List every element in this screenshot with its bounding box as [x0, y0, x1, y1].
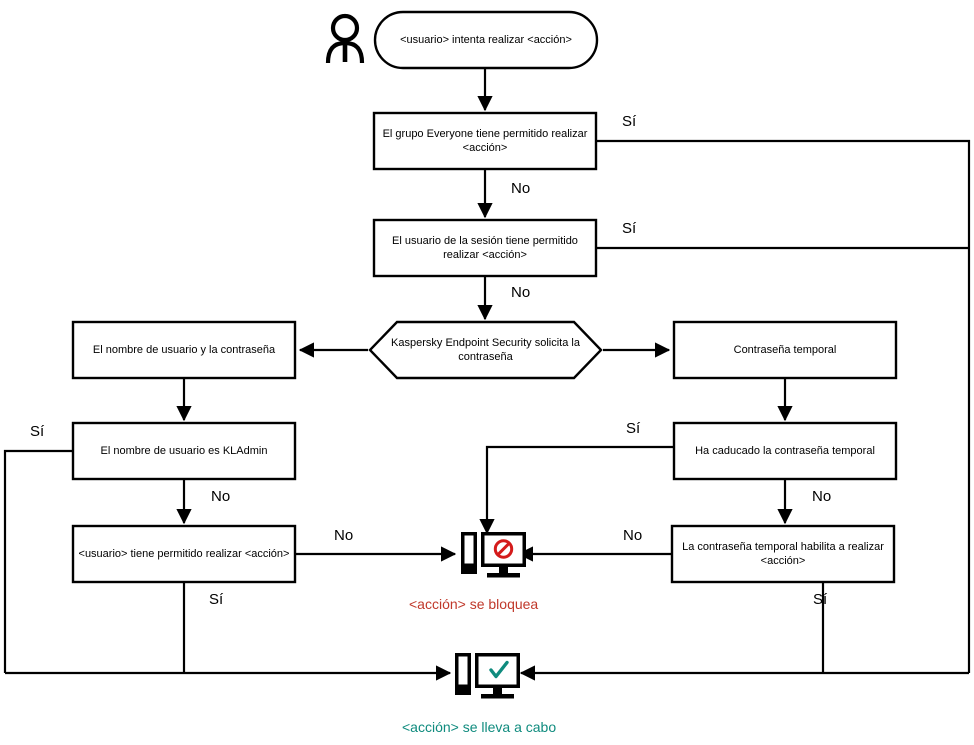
node-start-shape — [373, 10, 599, 70]
edge-label-user-allowed-no: No — [334, 527, 354, 544]
computer-check-icon — [455, 653, 520, 699]
edge-label-temp-expired-no: No — [812, 488, 832, 505]
edge-label-session-yes: Sí — [622, 220, 637, 237]
computer-blocked-icon — [461, 532, 526, 578]
edge-label-kladmin-yes: Sí — [30, 423, 45, 440]
edge-label-temp-enables-no: No — [623, 527, 643, 544]
node-everyone-shape — [372, 111, 598, 171]
allowed-outcome-label: <acción> se lleva a cabo — [402, 719, 557, 735]
edge-kladmin-yes — [3, 449, 73, 673]
node-temp-enables-shape — [670, 524, 896, 584]
node-is-kladmin-shape — [71, 421, 297, 481]
edge-label-temp-enables-yes: Sí — [813, 591, 828, 608]
edge-label-temp-expired-yes: Sí — [626, 420, 641, 437]
node-user-allowed-shape — [71, 524, 297, 584]
person-icon — [325, 13, 365, 64]
blocked-outcome-label: <acción> se bloquea — [409, 596, 539, 612]
edge-temp-expired-yes — [479, 445, 674, 535]
node-temp-expired-shape — [672, 421, 898, 481]
edge-label-everyone-no: No — [511, 180, 531, 197]
edge-label-user-allowed-yes: Sí — [209, 591, 224, 608]
node-session-user-shape — [372, 218, 598, 278]
node-prompt-shape — [368, 320, 603, 380]
node-credentials-shape — [71, 320, 297, 380]
edge-label-everyone-yes: Sí — [622, 113, 637, 130]
edge-everyone-yes — [596, 139, 971, 673]
edge-label-session-no: No — [511, 284, 531, 301]
node-temp-password-shape — [672, 320, 898, 380]
edge-label-kladmin-no: No — [211, 488, 231, 505]
